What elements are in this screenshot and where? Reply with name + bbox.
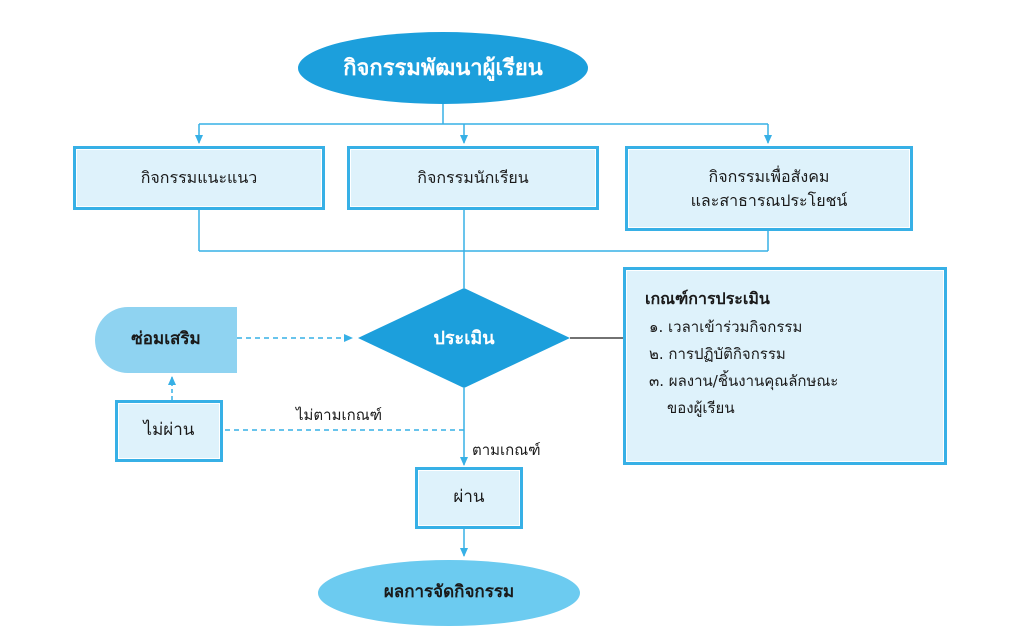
pass-edge-label: ตามเกณฑ์ (472, 441, 541, 459)
criteria-item-1: ๑. เวลาเข้าร่วมกิจกรรม (649, 317, 803, 336)
criteria-item-3-continued: ของผู้เรียน (667, 398, 735, 417)
assess-label: ประเมิน (376, 310, 552, 366)
criteria-item-2: ๒. การปฏิบัติกิจกรรม (649, 344, 786, 363)
fail-box: ไม่ผ่าน (118, 403, 220, 459)
activity-social-label-line2: และสาธารณประโยชน์ (690, 190, 848, 210)
result-node: ผลการจัดกิจกรรม (318, 560, 580, 626)
activity-social-box: กิจกรรมเพื่อสังคม และสาธารณประโยชน์ (628, 149, 910, 228)
criteria-heading: เกณฑ์การประเมิน (645, 289, 770, 308)
pass-text: ผ่าน (453, 487, 485, 508)
title-node: กิจกรรมพัฒนาผู้เรียน (298, 32, 588, 104)
activity-student-label: กิจกรรมนักเรียน (417, 168, 529, 187)
activity-guidance-label: กิจกรรมแนะแนว (140, 168, 258, 187)
activity-student-box: กิจกรรมนักเรียน (350, 149, 596, 207)
criteria-item-3: ๓. ผลงาน/ชิ้นงานคุณลักษณะ (649, 371, 839, 390)
criteria-box: เกณฑ์การประเมิน ๑. เวลาเข้าร่วมกิจกรรม ๒… (626, 270, 944, 462)
activity-social-label-line1: กิจกรรมเพื่อสังคม (708, 166, 830, 186)
fail-edge-label: ไม่ตามเกณฑ์ (296, 406, 383, 424)
assess-diamond (358, 288, 570, 388)
fail-text: ไม่ผ่าน (143, 420, 195, 441)
pass-box: ผ่าน (418, 470, 520, 526)
repair-node: ซ่อมเสริม (95, 307, 237, 373)
activity-guidance-box: กิจกรรมแนะแนว (76, 149, 322, 207)
repair-text: ซ่อมเสริม (131, 329, 201, 350)
result-text: ผลการจัดกิจกรรม (383, 582, 515, 603)
title-text: กิจกรรมพัฒนาผู้เรียน (343, 55, 543, 81)
assess-text: ประเมิน (433, 327, 495, 349)
